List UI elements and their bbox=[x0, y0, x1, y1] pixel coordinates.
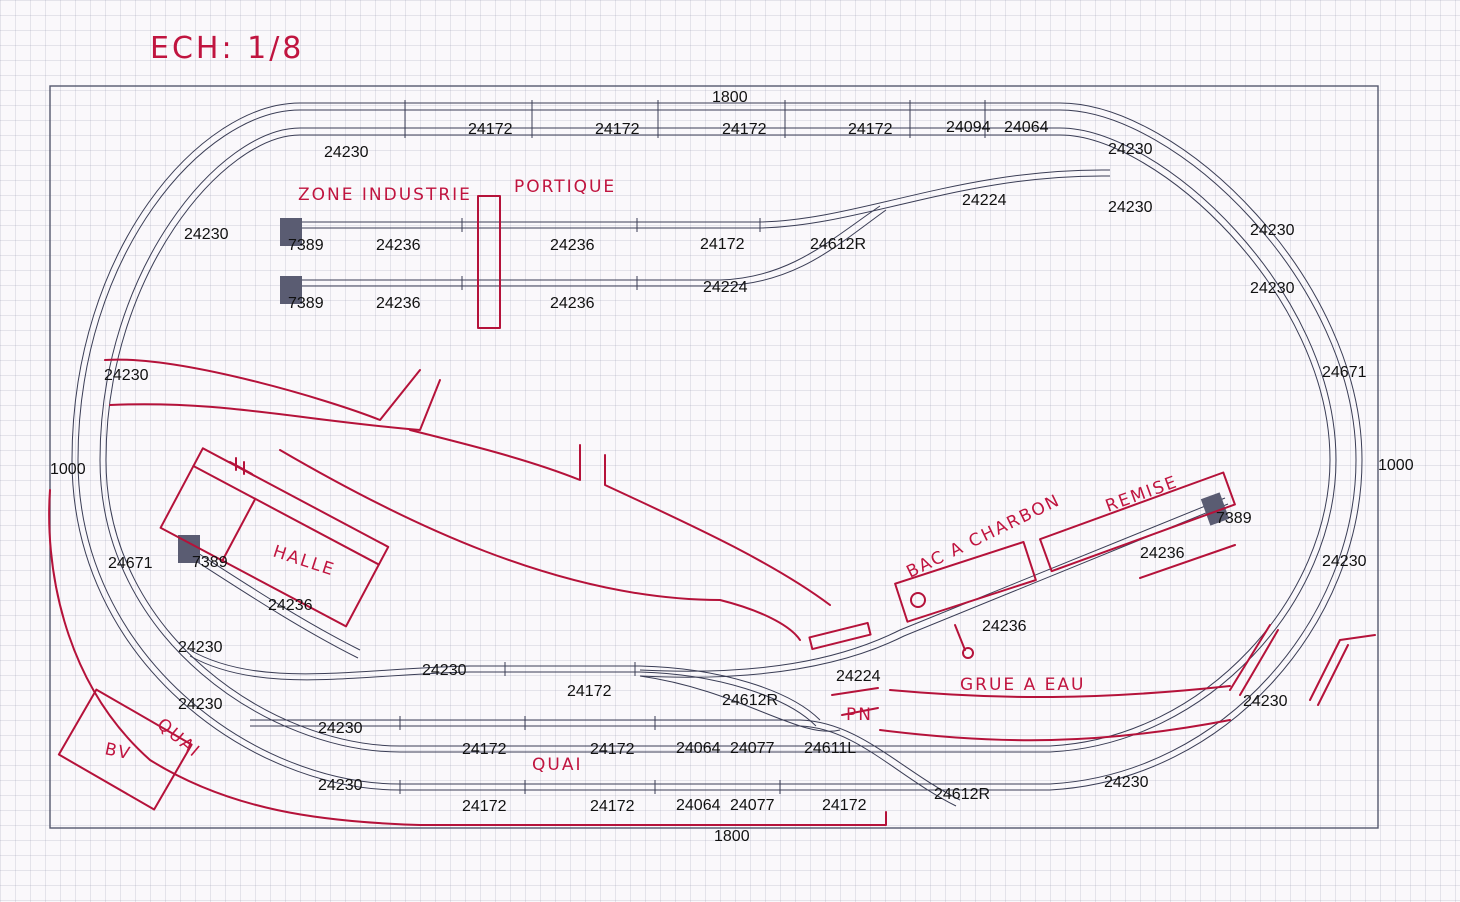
depot-tracks bbox=[639, 497, 1229, 732]
buffer-stop-icon bbox=[280, 276, 302, 304]
track-label: 24172 bbox=[822, 797, 867, 814]
track-label: 24236 bbox=[1140, 545, 1185, 562]
station-tracks bbox=[189, 649, 961, 807]
dimension-top: 1800 bbox=[712, 89, 748, 106]
scale-note: ECH: 1/8 bbox=[150, 31, 304, 66]
track-label: 24236 bbox=[376, 237, 421, 254]
track-label: 24230 bbox=[1322, 553, 1367, 570]
track-reference-labels: 24172 24172 24172 24172 24094 24064 2423… bbox=[104, 119, 1367, 815]
track-label: 24172 bbox=[590, 798, 635, 815]
halle-building bbox=[159, 447, 390, 628]
track-label: 24230 bbox=[1108, 199, 1153, 216]
track-label: 24671 bbox=[1322, 364, 1367, 381]
remise-label: REMISE bbox=[1103, 472, 1181, 517]
track-label: 24612R bbox=[810, 236, 866, 253]
track-label: 24612R bbox=[934, 786, 990, 803]
track-label: 24230 bbox=[318, 777, 363, 794]
track-label: 24172 bbox=[848, 121, 893, 138]
buffer-stop-icon bbox=[280, 218, 302, 246]
track-label: 24064 bbox=[676, 797, 721, 814]
grue-a-eau-icon bbox=[962, 647, 974, 659]
track-label: 7389 bbox=[288, 237, 324, 254]
main-loop bbox=[71, 102, 1363, 791]
industrial-sidings bbox=[292, 169, 1111, 287]
track-label: 24172 bbox=[567, 683, 612, 700]
track-label: 24230 bbox=[324, 144, 369, 161]
remise-building bbox=[1039, 471, 1236, 573]
track-label: 7389 bbox=[192, 554, 228, 571]
track-label: 24230 bbox=[184, 226, 229, 243]
baseboard-outline bbox=[49, 85, 1379, 829]
quai-label-left: QUAI bbox=[153, 715, 205, 763]
dimension-right: 1000 bbox=[1378, 457, 1414, 474]
track-label: 24094 bbox=[946, 119, 991, 136]
track-label: 24172 bbox=[722, 121, 767, 138]
track-label: 7389 bbox=[288, 295, 324, 312]
track-label: 24230 bbox=[178, 696, 223, 713]
quai-label-bottom: QUAI bbox=[532, 755, 582, 775]
track-label: 24230 bbox=[1250, 280, 1295, 297]
track-label: 24230 bbox=[318, 720, 363, 737]
track-label: 24224 bbox=[836, 668, 881, 685]
track-label: 24172 bbox=[468, 121, 513, 138]
track-label: 24230 bbox=[1250, 222, 1295, 239]
track-label: 24236 bbox=[550, 295, 595, 312]
track-label: 24172 bbox=[700, 236, 745, 253]
halle-steps bbox=[229, 457, 253, 475]
section-ticks bbox=[399, 100, 986, 794]
scenery-sketch bbox=[48, 195, 1376, 826]
track-label: 7389 bbox=[1216, 510, 1252, 527]
track-label: 24064 bbox=[1004, 119, 1049, 136]
bv-label: BV bbox=[103, 739, 133, 764]
track-label: 24172 bbox=[595, 121, 640, 138]
zone-industrielle-label: ZONE INDUSTRIE bbox=[298, 185, 472, 205]
track-label: 24172 bbox=[462, 741, 507, 758]
track-label: 24077 bbox=[730, 740, 775, 757]
pn-label: PN bbox=[846, 705, 873, 725]
portique-crane bbox=[477, 195, 501, 329]
track-label: 24671 bbox=[108, 555, 153, 572]
dimension-left: 1000 bbox=[50, 461, 86, 478]
track-label: 24236 bbox=[268, 597, 313, 614]
portique-label: PORTIQUE bbox=[514, 177, 616, 197]
dimension-bottom: 1800 bbox=[714, 828, 750, 845]
track-label: 24172 bbox=[590, 741, 635, 758]
track-label: 24077 bbox=[730, 797, 775, 814]
track-label: 24224 bbox=[962, 192, 1007, 209]
track-label: 24611L bbox=[804, 740, 856, 757]
track-label: 24236 bbox=[982, 618, 1027, 635]
track-label: 24230 bbox=[1108, 141, 1153, 158]
bac-a-charbon-label: BAC A CHARBON bbox=[903, 490, 1064, 582]
track-label: 24230 bbox=[178, 639, 223, 656]
track-label: 24612R bbox=[722, 692, 778, 709]
track-label: 24064 bbox=[676, 740, 721, 757]
grue-a-eau-label: GRUE A EAU bbox=[960, 675, 1085, 695]
track-label: 24230 bbox=[104, 367, 149, 384]
halle-siding bbox=[187, 547, 361, 659]
track-label: 24172 bbox=[462, 798, 507, 815]
track-label: 24230 bbox=[1243, 693, 1288, 710]
track-label: 24236 bbox=[376, 295, 421, 312]
track-label: 24230 bbox=[1104, 774, 1149, 791]
buffer-stop-icon bbox=[1200, 492, 1230, 526]
track-label: 24236 bbox=[550, 237, 595, 254]
bac-a-charbon-building bbox=[894, 540, 1037, 623]
bv-building bbox=[57, 688, 193, 811]
track-label: 24224 bbox=[703, 279, 748, 296]
track-label: 24230 bbox=[422, 662, 467, 679]
halle-label: HALLE bbox=[270, 542, 337, 581]
buffer-stop-icon bbox=[178, 535, 200, 563]
